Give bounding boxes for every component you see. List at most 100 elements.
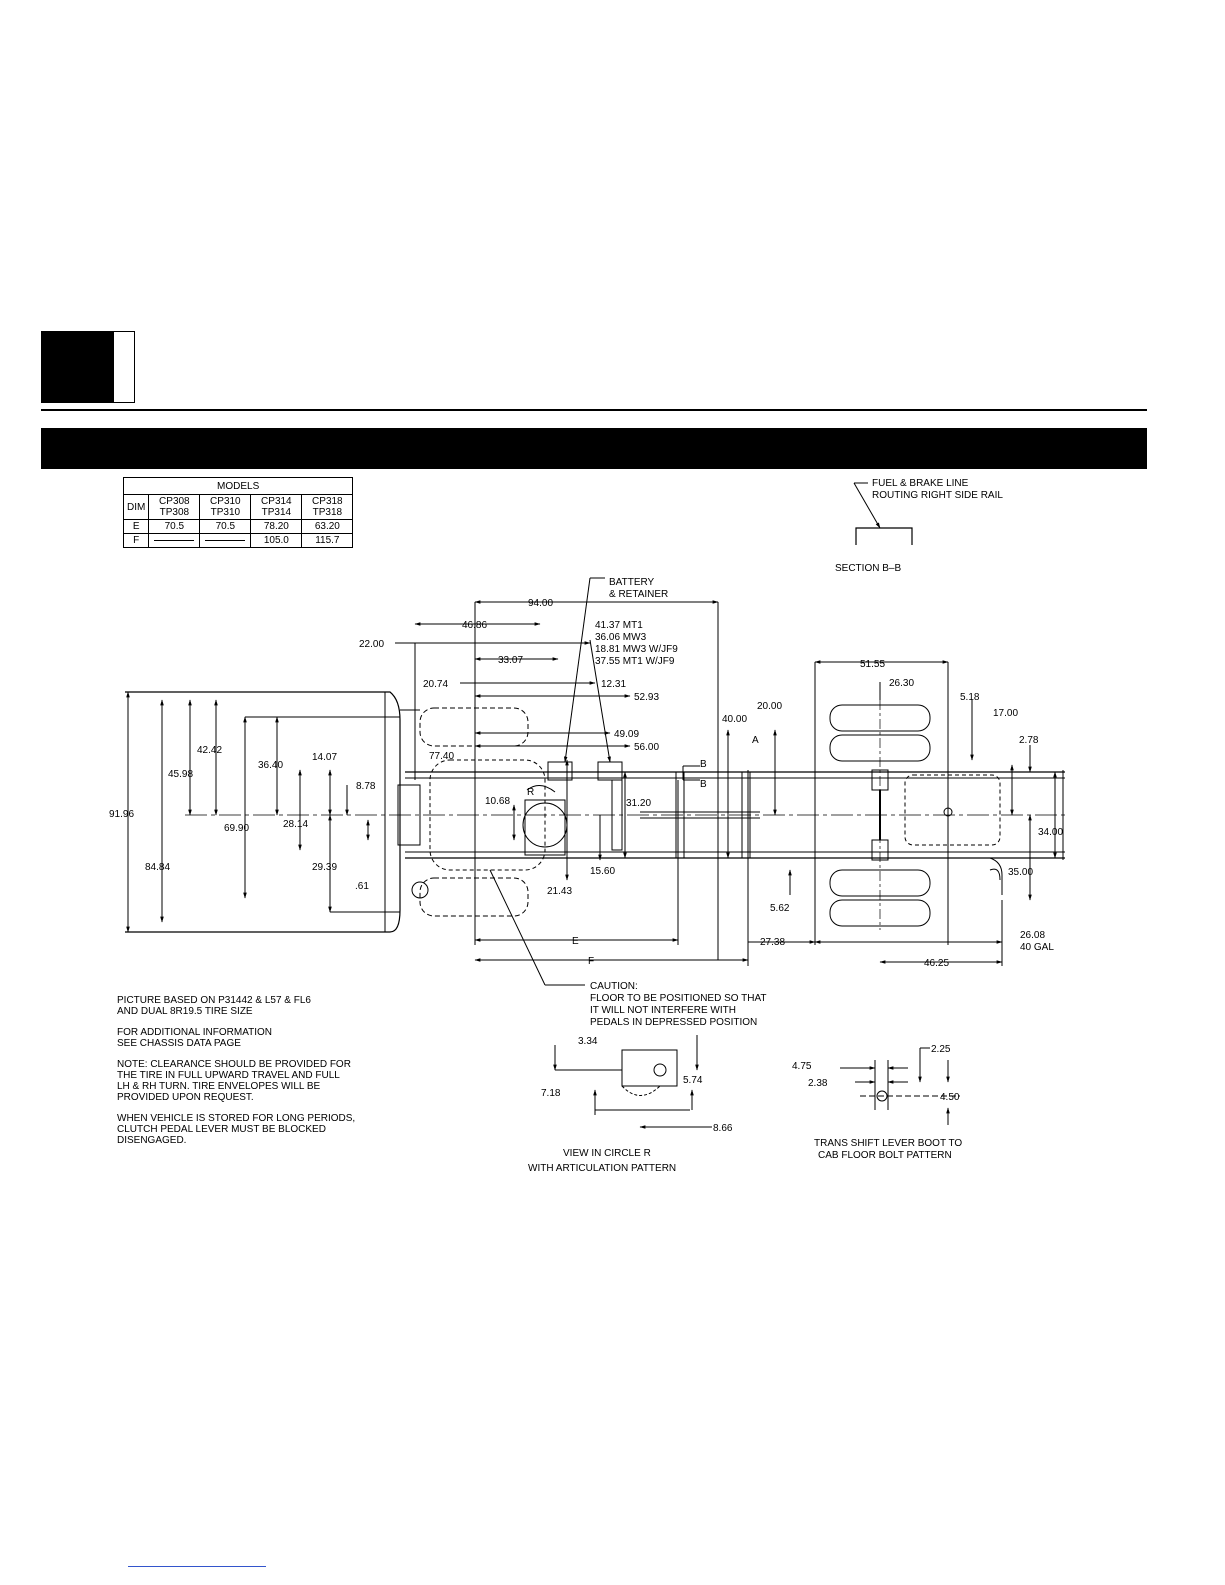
front-left-tire — [419, 707, 529, 747]
view-r-caption-1: VIEW IN CIRCLE R — [563, 1148, 651, 1159]
caution-line-2: FLOOR TO BE POSITIONED SO THAT — [590, 993, 767, 1004]
section-bb-label: SECTION B–B — [835, 563, 901, 574]
view-r-caption-2: WITH ARTICULATION PATTERN — [528, 1163, 676, 1174]
shift-caption-1: TRANS SHIFT LEVER BOOT TO — [814, 1138, 962, 1149]
dim-061-label: .61 — [355, 881, 369, 892]
dim-5155-label: 51.55 — [860, 659, 885, 670]
caution-leader-diag — [489, 869, 546, 986]
row-f-dim: F — [122, 533, 150, 548]
section-tab-block — [41, 331, 114, 403]
note-storage: WHEN VEHICLE IS STORED FOR LONG PERIODS,… — [117, 1113, 356, 1146]
dim-3500-label: 35.00 — [1008, 867, 1033, 878]
view-r-pedal-bracket — [621, 1049, 678, 1087]
steering-wheel-center — [411, 881, 429, 899]
dim-5600-label: 56.00 — [634, 742, 659, 753]
dim-4909-label: 49.09 — [614, 729, 639, 740]
shift-dim-225-label: 2.25 — [931, 1044, 951, 1055]
battery-label-2: & RETAINER — [609, 589, 668, 600]
dim-3640-label: 36.40 — [258, 760, 283, 771]
row-f-val-4: 115.7 — [301, 533, 354, 548]
dim-f-label: F — [588, 956, 594, 967]
dim-8484-label: 84.84 — [145, 862, 170, 873]
view-r-dim-334: 3.34 — [578, 1036, 598, 1047]
note-clearance: NOTE: CLEARANCE SHOULD BE PROVIDED FOR T… — [117, 1059, 351, 1103]
crossmember-3 — [741, 771, 751, 859]
engine-envelope — [429, 759, 546, 871]
dim-2143-label: 21.43 — [547, 886, 572, 897]
dim-1231-label: 12.31 — [601, 679, 626, 690]
dim-1700-label: 17.00 — [993, 708, 1018, 719]
note-picture-based: PICTURE BASED ON P31442 & L57 & FL6 AND … — [117, 995, 311, 1017]
battery-arrow-2 — [589, 639, 611, 763]
radiator — [397, 784, 421, 846]
header-rule — [41, 409, 1147, 411]
shift-dim-475-label: 4.75 — [792, 1061, 812, 1072]
view-a-label: A — [752, 735, 759, 746]
dim-2814-label: 28.14 — [283, 819, 308, 830]
dim-4242-label: 42.42 — [197, 745, 222, 756]
fuel-line — [935, 857, 1003, 895]
circle-r-label: R — [527, 787, 534, 798]
crossmember-1 — [611, 779, 623, 851]
fuel-tank-dim-label: 26.08 — [1020, 930, 1045, 941]
shift-caption-2: CAB FLOOR BOLT PATTERN — [818, 1150, 952, 1161]
dim-518-label: 5.18 — [960, 692, 980, 703]
dim-4000-label: 40.00 — [722, 714, 747, 725]
caution-title: CAUTION: — [590, 981, 638, 992]
view-r-dim-718: 7.18 — [541, 1088, 561, 1099]
dim-e-label: E — [572, 936, 579, 947]
dim-3120-label: 31.20 — [626, 798, 651, 809]
dim-3400-label: 34.00 — [1038, 827, 1063, 838]
shift-dim-450-label: 4.50 — [940, 1092, 960, 1103]
callout-18-81-mw3-jf9: 18.81 MW3 W/JF9 — [595, 644, 678, 655]
dim-2939-label: 29.39 — [312, 862, 337, 873]
view-r-articulation — [621, 1085, 661, 1096]
footer-link-underline[interactable] — [128, 1566, 266, 1567]
callout-37-55-mt1-jf9: 37.55 MT1 W/JF9 — [595, 656, 675, 667]
dim-1068-label: 10.68 — [485, 796, 510, 807]
battery-arrow — [563, 577, 591, 763]
dim-278-label: 2.78 — [1019, 735, 1039, 746]
dim-4686-label: 46.86 — [462, 620, 487, 631]
front-right-tire — [419, 877, 529, 917]
circle-r-arc — [526, 785, 556, 793]
tank-bracket — [989, 868, 1001, 881]
battery-box — [547, 761, 573, 781]
dim-2738-label: 27.38 — [760, 937, 785, 948]
battery-label-1: BATTERY — [609, 577, 655, 588]
transmission — [524, 799, 566, 856]
view-r-dim-866: 8.66 — [713, 1123, 733, 1134]
model-col-3: CP314 TP314 — [250, 494, 303, 520]
dim-1407-label: 14.07 — [312, 752, 337, 763]
shift-bolt-hole — [876, 1090, 888, 1102]
dim-2200-label: 22.00 — [359, 639, 384, 650]
dim-1560-label: 15.60 — [590, 866, 615, 877]
models-table: MODELS DIM CP308 TP308 CP310 TP310 CP314… — [122, 477, 354, 548]
dim-9196-label: 91.96 — [109, 809, 134, 820]
cab-outline — [125, 691, 401, 933]
view-r-dim-574: 5.74 — [683, 1075, 703, 1086]
dim-4625-label: 46.25 — [924, 958, 949, 969]
shift-dim-238-label: 2.38 — [808, 1078, 828, 1089]
callout-36-06-mw3: 36.06 MW3 — [595, 632, 647, 643]
view-r-bolt-hole — [653, 1063, 667, 1077]
caution-line-4: PEDALS IN DEPRESSED POSITION — [590, 1017, 757, 1028]
header-banner — [41, 428, 1147, 469]
dim-562-label: 5.62 — [770, 903, 790, 914]
battery-box-2 — [597, 761, 623, 781]
dim-7740-label: 77.40 — [429, 751, 454, 762]
caution-line-3: IT WILL NOT INTERFERE WITH — [590, 1005, 736, 1016]
model-col-4: CP318 TP318 — [301, 494, 354, 520]
dim-header: DIM — [122, 494, 150, 520]
section-bb-arrow — [853, 482, 881, 529]
section-tab-marker — [114, 331, 135, 403]
dim-6990-label: 69.90 — [224, 823, 249, 834]
fuel-tank-capacity-label: 40 GAL — [1020, 942, 1054, 953]
section-bb-rail-profile — [855, 527, 913, 545]
dim-2630-label: 26.30 — [889, 678, 914, 689]
note-additional-info: FOR ADDITIONAL INFORMATION SEE CHASSIS D… — [117, 1027, 273, 1049]
section-bb-note-2: ROUTING RIGHT SIDE RAIL — [872, 490, 1003, 501]
dim-94-label: 94.00 — [528, 598, 553, 609]
dim-4598-label: 45.98 — [168, 769, 193, 780]
